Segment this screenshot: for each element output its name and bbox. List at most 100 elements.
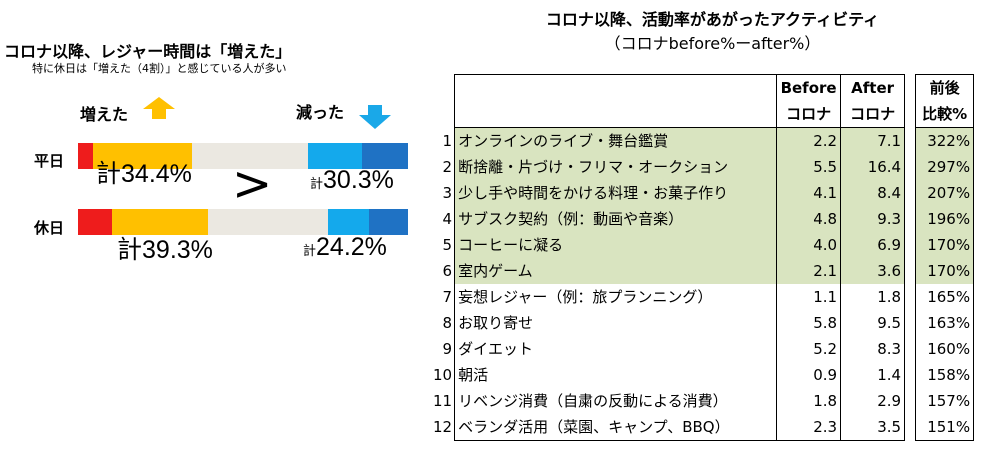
arrow-up-icon [143, 97, 175, 119]
table-header-row-1: Before After 前後 [430, 74, 975, 128]
decrease-label: 減った [296, 103, 345, 122]
segment-decrease-some [328, 209, 370, 235]
rank-cell: 6 [442, 262, 453, 280]
segment-decrease-strong [369, 209, 408, 235]
gap-cell [905, 258, 916, 284]
header-gap [905, 75, 916, 102]
table-header-row-2: コロナ コロナ 比較% [430, 101, 975, 128]
before-value-cell: 0.9 [776, 362, 842, 388]
ratio-value-cell: 297% [915, 154, 975, 180]
table-title: コロナ以降、活動率があがったアクティビティ [545, 10, 880, 29]
segment-decrease-some [307, 143, 363, 169]
header-after-1: After [840, 74, 906, 101]
activity-name-cell: ダイエット [454, 336, 778, 362]
activity-name-cell: ベランダ活用（菜園、キャンプ、BBQ） [454, 414, 778, 441]
gap-cell [905, 310, 916, 336]
segment-increase-strong [78, 209, 113, 235]
gap-cell [905, 232, 916, 258]
gap-cell [905, 154, 916, 180]
before-value-cell: 5.2 [776, 336, 842, 362]
rank-cell: 9 [442, 340, 453, 358]
gap-cell [905, 362, 916, 388]
rank-cell: 7 [442, 288, 453, 306]
ratio-value-cell: 151% [915, 414, 975, 441]
total-prefix: 計 [310, 176, 324, 191]
segment-increase-some [112, 209, 208, 235]
increase-total-holiday: 計39.3% [117, 230, 213, 266]
increase-total-value: 34.4% [121, 160, 192, 188]
gap-cell [905, 284, 916, 310]
rank-cell: 11 [433, 392, 453, 410]
ratio-value-cell: 163% [915, 310, 975, 336]
after-value-cell: 3.5 [840, 414, 906, 441]
activity-name-cell: コーヒーに凝る [454, 232, 778, 258]
activity-name-cell: 妄想レジャー（例：旅プランニング） [454, 284, 778, 310]
activity-name-cell: お取り寄せ [454, 310, 778, 336]
decrease-total-value: 24.2% [316, 233, 387, 261]
rank-cell: 2 [442, 158, 453, 176]
after-value-cell: 1.4 [840, 362, 906, 388]
before-value-cell: 1.1 [776, 284, 842, 310]
before-value-cell: 4.8 [776, 206, 842, 232]
total-prefix: 計 [117, 236, 143, 264]
rank-cell: 5 [442, 236, 453, 254]
ratio-value-cell: 165% [915, 284, 975, 310]
segment-neutral [207, 209, 329, 235]
gap-cell [905, 128, 916, 155]
header-after-2: コロナ [840, 101, 906, 128]
after-value-cell: 7.1 [840, 127, 906, 154]
ratio-value-cell: 196% [915, 206, 975, 232]
header-before-1: Before [776, 74, 842, 101]
total-prefix: 計 [96, 160, 122, 188]
left-chart-title: コロナ以降、レジャー時間は「増えた」 [4, 42, 292, 61]
decrease-total-weekday: 計30.3% [310, 166, 394, 195]
bar-holiday [78, 209, 408, 235]
row-label-holiday: 休日 [34, 219, 65, 237]
increase-total-weekday: 計34.4% [96, 154, 192, 190]
table-subtitle: （コロナbefore%ーafter%） [604, 34, 821, 53]
increase-total-value: 39.3% [142, 236, 213, 264]
after-value-cell: 6.9 [840, 232, 906, 258]
activity-name-cell: サブスク契約（例：動画や音楽） [454, 206, 778, 232]
after-value-cell: 3.6 [840, 258, 906, 284]
header-blank [430, 75, 455, 102]
arrow-down-icon [359, 105, 391, 129]
rank-cell: 1 [442, 131, 453, 150]
decrease-total-value: 30.3% [323, 166, 394, 194]
header-blank [430, 101, 455, 128]
segment-increase-strong [78, 143, 94, 169]
after-value-cell: 8.4 [840, 180, 906, 206]
rank-cell: 4 [442, 210, 453, 228]
segment-increase-some [93, 143, 192, 169]
segment-neutral [191, 143, 308, 169]
after-value-cell: 8.3 [840, 336, 906, 362]
header-name-cell [454, 74, 778, 128]
decrease-total-holiday: 計24.2% [303, 233, 387, 262]
activity-name-cell: オンラインのライブ・舞台鑑賞 [454, 127, 778, 154]
gap-cell [905, 388, 916, 414]
ratio-value-cell: 207% [915, 180, 975, 206]
before-value-cell: 2.3 [776, 414, 842, 441]
increase-label: 増えた [80, 105, 129, 124]
ratio-value-cell: 160% [915, 336, 975, 362]
before-value-cell: 4.1 [776, 180, 842, 206]
bar-weekday [78, 143, 408, 169]
gap-cell [905, 336, 916, 362]
gap-cell [905, 414, 916, 441]
after-value-cell: 9.3 [840, 206, 906, 232]
before-value-cell: 1.8 [776, 388, 842, 414]
left-chart-subtitle: 特に休日は「増えた（4割）」と感じている人が多い [32, 62, 287, 75]
ratio-value-cell: 170% [915, 258, 975, 284]
activity-name-cell: 朝活 [454, 362, 778, 388]
